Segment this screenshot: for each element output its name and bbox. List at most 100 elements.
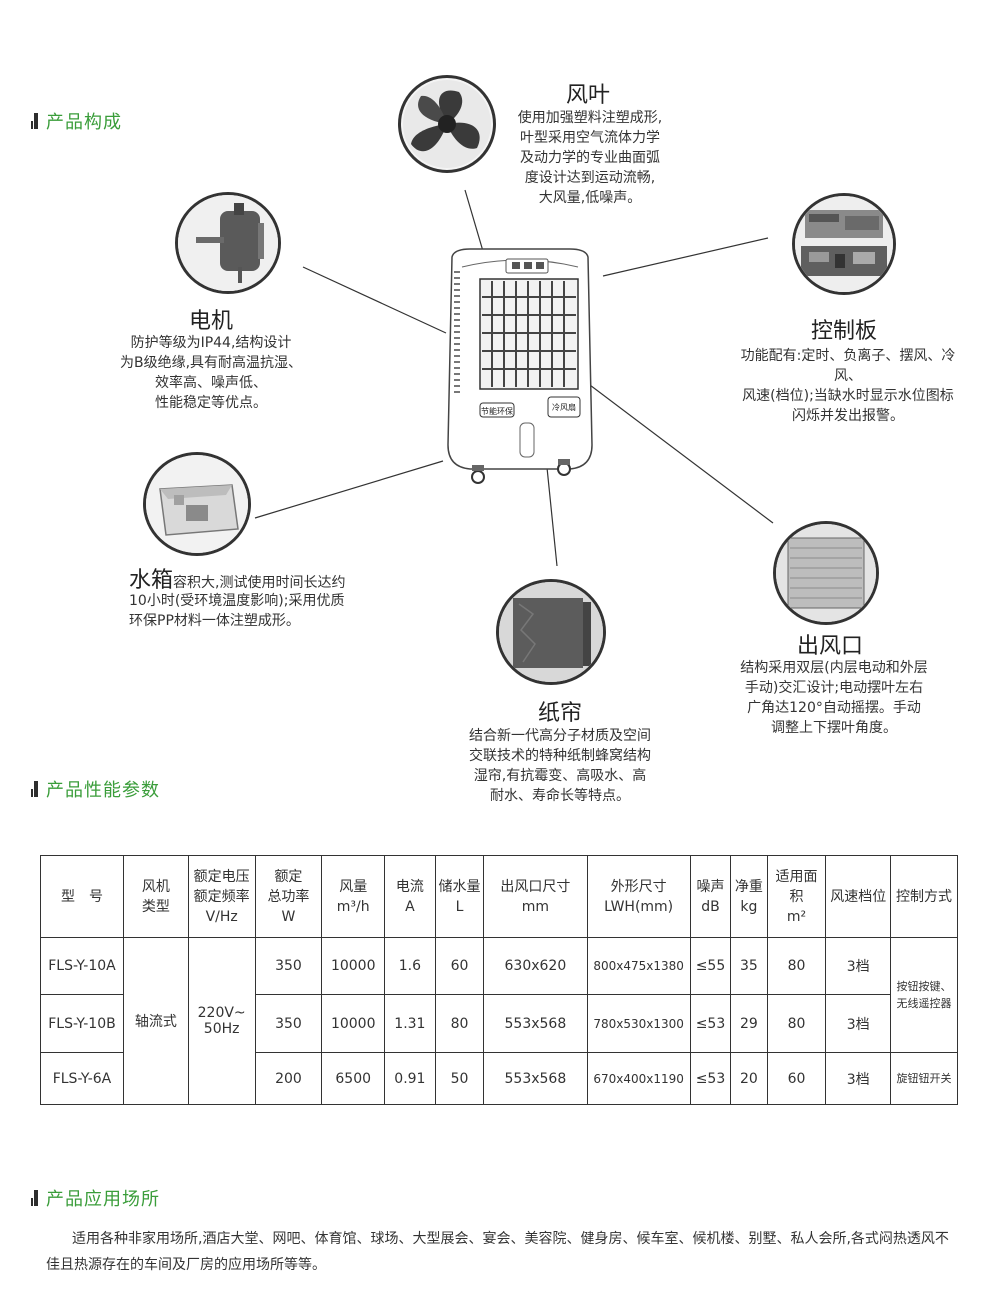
cell-model: FLS-Y-10B xyxy=(40,994,124,1053)
section-title: 产品构成 xyxy=(46,112,122,133)
cooling-pad-line: 结合新一代高分子材质及空间 xyxy=(469,728,651,744)
water-tank-first-line: 容积大,测试使用时间长达约 xyxy=(173,575,346,591)
water-tank-line: 环保PP材料一体注塑成形。 xyxy=(129,613,300,629)
motor-description: 防护等级为IP44,结构设计 为B级绝缘,具有耐高温抗湿、 效率高、噪声低、 性… xyxy=(110,333,312,413)
cell-speed: 3档 xyxy=(825,1052,892,1105)
fan-blade-line: 及动力学的专业曲面弧 xyxy=(520,150,660,166)
application-paragraph: 适用各种非家用场所,酒店大堂、网吧、体育馆、球场、大型展会、宴会、美容院、健身房… xyxy=(46,1231,949,1273)
cell-dims: 780x530x1300 xyxy=(586,994,691,1053)
badge-energy-saving: 节能环保 xyxy=(481,406,513,416)
cell-weight: 35 xyxy=(730,937,768,995)
motor-line: 效率高、噪声低、 xyxy=(155,375,267,391)
water-tank-header: 水箱 容积大,测试使用时间长达约 xyxy=(129,562,345,594)
motor-image xyxy=(175,192,281,294)
fan-blade-line: 叶型采用空气流体力学 xyxy=(520,130,660,146)
air-outlet-title: 出风口 xyxy=(797,634,864,659)
air-outlet-description: 结构采用双层(内层电动和外层 手动)交汇设计;电动摆叶左右 广角达120°自动摇… xyxy=(718,658,950,738)
header-control: 控制方式 xyxy=(890,855,958,938)
control-board-title: 控制板 xyxy=(811,319,878,344)
cell-dims: 670x400x1190 xyxy=(586,1052,691,1105)
cell-outlet: 553x568 xyxy=(483,994,588,1053)
cell-noise: ≤53 xyxy=(689,1052,732,1105)
control-board-line: 风速(档位);当缺水时显示水位图标 xyxy=(742,388,954,404)
header-fan-type: 风机类型 xyxy=(122,855,189,938)
fan-blade-line: 使用加强塑料注塑成形, xyxy=(517,110,663,126)
control-board-line: 闪烁并发出报警。 xyxy=(792,408,904,424)
fan-blade-image xyxy=(398,75,496,173)
cell-area: 80 xyxy=(766,994,827,1053)
cell-noise: ≤53 xyxy=(689,994,732,1053)
section-header-composition: 产品构成 xyxy=(31,108,122,134)
cell-airflow: 10000 xyxy=(321,937,386,995)
air-outlet-line: 结构采用双层(内层电动和外层 xyxy=(740,660,928,676)
cell-weight: 29 xyxy=(730,994,768,1053)
section-marker xyxy=(31,781,38,797)
cell-area: 60 xyxy=(766,1052,827,1105)
section-marker xyxy=(31,113,38,129)
cooling-pad-title: 纸帘 xyxy=(538,701,583,726)
cooling-pad-description: 结合新一代高分子材质及空间 交联技术的特种纸制蜂窝结构 湿帘,有抗霉变、高吸水、… xyxy=(444,726,676,806)
cooling-pad-line: 湿帘,有抗霉变、高吸水、高 xyxy=(473,768,647,784)
table-row: FLS-Y-10A 轴流式 220V~50Hz 350 10000 1.6 60… xyxy=(40,937,958,1105)
section-header-application: 产品应用场所 xyxy=(31,1185,160,1211)
cell-noise: ≤55 xyxy=(689,937,732,995)
table-row: FLS-Y-6A 200 6500 0.91 50 553x568 670x40… xyxy=(40,1052,958,1105)
cell-outlet: 553x568 xyxy=(483,1052,588,1105)
cell-current: 0.91 xyxy=(384,1052,436,1105)
cell-water: 60 xyxy=(434,937,485,995)
control-board-line: 功能配有:定时、负离子、摆风、冷风、 xyxy=(740,348,956,384)
cell-control: 按钮按键、无线遥控器 xyxy=(890,937,958,1053)
cell-model: FLS-Y-10A xyxy=(40,937,124,995)
header-speed: 风速档位 xyxy=(825,855,892,938)
fan-blade-line: 大风量,低噪声。 xyxy=(538,190,642,206)
section-marker xyxy=(31,1190,38,1206)
motor-line: 为B级绝缘,具有耐高温抗湿、 xyxy=(119,355,303,371)
cell-power: 350 xyxy=(254,937,323,995)
cell-water: 50 xyxy=(434,1052,485,1105)
water-tank-line: 10小时(受环境温度影响);采用优质 xyxy=(129,593,345,609)
control-board-image xyxy=(792,193,896,295)
fan-blade-title: 风叶 xyxy=(566,83,611,108)
cooling-pad-image xyxy=(496,579,606,685)
water-tank-description: 10小时(受环境温度影响);采用优质 环保PP材料一体注塑成形。 xyxy=(129,591,389,631)
air-outlet-image xyxy=(773,521,879,625)
fan-blade-line: 度设计达到运动流畅, xyxy=(524,170,656,186)
badge-cooler: 冷风扇 xyxy=(552,402,576,412)
section-title: 产品应用场所 xyxy=(46,1189,160,1210)
air-cooler-illustration: 节能环保 冷风扇 xyxy=(447,248,593,484)
cooling-pad-line: 交联技术的特种纸制蜂窝结构 xyxy=(469,748,651,764)
control-board-description: 功能配有:定时、负离子、摆风、冷风、 风速(档位);当缺水时显示水位图标 闪烁并… xyxy=(728,346,968,426)
water-tank-title: 水箱 xyxy=(129,568,174,593)
cell-dims: 800x475x1380 xyxy=(586,937,691,995)
table-row: FLS-Y-10B 350 10000 1.31 80 553x568 780x… xyxy=(40,994,958,1053)
air-outlet-line: 调整上下摆叶角度。 xyxy=(771,720,897,736)
cell-power: 200 xyxy=(254,1052,323,1105)
cell-model: FLS-Y-6A xyxy=(40,1052,124,1105)
section-title: 产品性能参数 xyxy=(46,780,160,801)
water-tank-image xyxy=(143,452,251,556)
air-outlet-line: 广角达120°自动摇摆。手动 xyxy=(747,700,921,716)
cell-outlet: 630x620 xyxy=(483,937,588,995)
cell-speed: 3档 xyxy=(825,937,892,995)
cell-control: 旋钮钮开关 xyxy=(890,1052,958,1105)
air-outlet-line: 手动)交汇设计;电动摆叶左右 xyxy=(744,680,924,696)
cell-fan-type: 轴流式 xyxy=(122,937,189,1105)
cooling-pad-line: 耐水、寿命长等特点。 xyxy=(490,788,630,804)
cell-water: 80 xyxy=(434,994,485,1053)
cell-voltage: 220V~50Hz xyxy=(187,937,256,1105)
motor-line: 防护等级为IP44,结构设计 xyxy=(130,335,292,351)
cell-current: 1.31 xyxy=(384,994,436,1053)
motor-title: 电机 xyxy=(189,309,234,334)
cell-speed: 3档 xyxy=(825,994,892,1053)
header-model: 型 号 xyxy=(40,855,124,938)
